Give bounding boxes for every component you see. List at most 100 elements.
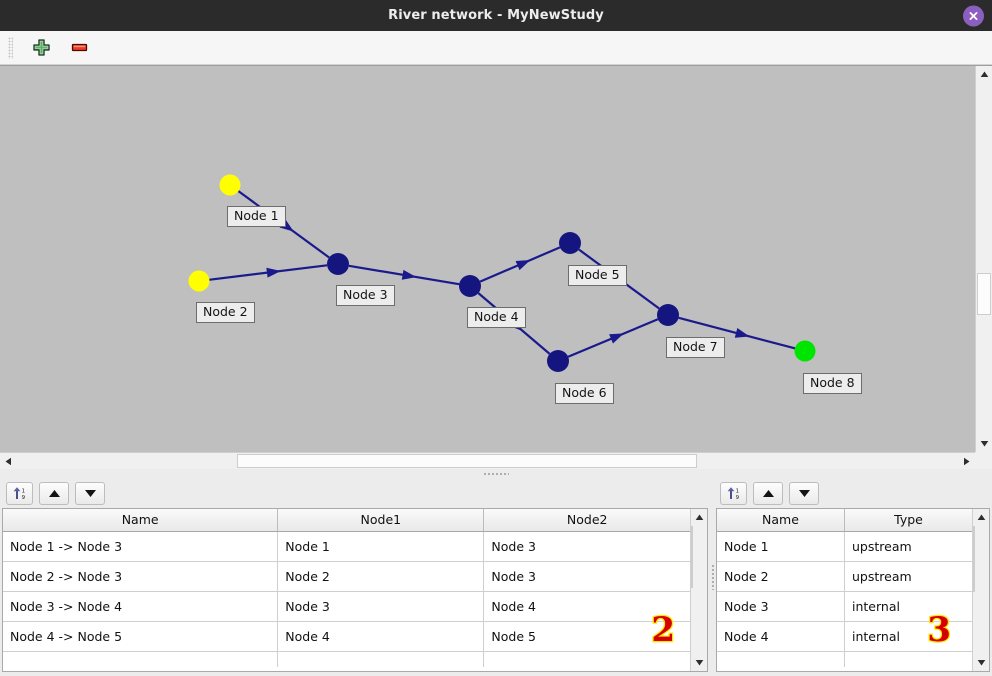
table-cell[interactable]: Node 2 bbox=[717, 561, 845, 592]
nodes-move-down-button[interactable] bbox=[789, 481, 819, 505]
nodes-sort-button[interactable]: 1 9 bbox=[720, 481, 747, 505]
graph-node-label[interactable]: Node 7 bbox=[666, 337, 725, 358]
links-table-scrollbar[interactable] bbox=[690, 509, 707, 671]
table-cell-empty[interactable] bbox=[717, 651, 845, 667]
links-scroll-down-button[interactable] bbox=[691, 654, 707, 671]
links-col-name[interactable]: Name bbox=[3, 509, 279, 532]
links-vscroll-thumb[interactable] bbox=[691, 526, 693, 588]
table-cell[interactable]: Node 1 bbox=[717, 531, 845, 562]
links-sort-button[interactable]: 1 9 bbox=[6, 481, 33, 505]
links-scroll-up-button[interactable] bbox=[691, 509, 707, 526]
table-cell[interactable]: Node 4 bbox=[483, 591, 690, 622]
graph-node-label[interactable]: Node 5 bbox=[568, 265, 627, 286]
graph-node[interactable] bbox=[327, 253, 349, 275]
nodes-col-type[interactable]: Type bbox=[844, 509, 972, 532]
table-cell-empty[interactable] bbox=[483, 651, 690, 667]
table-cell[interactable]: Node 5 bbox=[483, 621, 690, 652]
nodes-table-scrollbar[interactable] bbox=[972, 509, 989, 671]
nodes-vscroll-thumb[interactable] bbox=[973, 526, 975, 592]
nodes-move-up-button[interactable] bbox=[753, 481, 783, 505]
graph-vscroll-track[interactable] bbox=[976, 83, 992, 435]
table-row-empty[interactable] bbox=[717, 651, 972, 667]
graph-canvas[interactable] bbox=[0, 66, 966, 452]
table-row-empty[interactable] bbox=[3, 651, 690, 667]
graph-node[interactable] bbox=[459, 275, 481, 297]
svg-text:9: 9 bbox=[735, 495, 739, 501]
graph-node-label[interactable]: Node 3 bbox=[336, 285, 395, 306]
remove-node-button[interactable] bbox=[67, 36, 91, 60]
table-cell-empty[interactable] bbox=[277, 651, 485, 667]
links-move-up-button[interactable] bbox=[39, 481, 69, 505]
graph-node-label[interactable]: Node 8 bbox=[803, 373, 862, 394]
triangle-right-icon bbox=[964, 457, 970, 466]
graph-node-label[interactable]: Node 4 bbox=[467, 307, 526, 328]
close-button[interactable] bbox=[963, 5, 984, 26]
links-move-down-button[interactable] bbox=[75, 481, 105, 505]
triangle-up-icon bbox=[695, 514, 704, 520]
nodes-scroll-up-button[interactable] bbox=[973, 509, 989, 526]
links-col-node2[interactable]: Node2 bbox=[483, 509, 690, 532]
graph-scroll-right-button[interactable] bbox=[958, 453, 975, 469]
graph-vscroll-thumb[interactable] bbox=[977, 273, 991, 315]
table-cell[interactable]: Node 3 bbox=[277, 591, 485, 622]
vertical-splitter[interactable] bbox=[710, 478, 714, 676]
table-cell[interactable]: upstream bbox=[844, 531, 972, 562]
links-pane-toolbar: 1 9 bbox=[0, 478, 710, 508]
links-col-node1[interactable]: Node1 bbox=[277, 509, 485, 532]
triangle-down-icon bbox=[977, 660, 986, 666]
graph-node[interactable] bbox=[219, 174, 241, 196]
table-cell[interactable]: Node 3 bbox=[717, 591, 845, 622]
table-cell[interactable]: Node 4 bbox=[717, 621, 845, 652]
table-cell[interactable]: Node 3 -> Node 4 bbox=[3, 591, 279, 622]
graph-node-label[interactable]: Node 6 bbox=[555, 383, 614, 404]
table-cell-empty[interactable] bbox=[3, 651, 279, 667]
table-cell[interactable]: Node 3 bbox=[483, 531, 690, 562]
table-cell[interactable]: internal bbox=[844, 591, 972, 622]
table-cell[interactable]: Node 4 bbox=[277, 621, 485, 652]
nodes-vscroll-track[interactable] bbox=[973, 526, 989, 654]
graph-node-label[interactable]: Node 2 bbox=[196, 302, 255, 323]
graph-horizontal-scrollbar[interactable] bbox=[0, 452, 975, 469]
svg-text:9: 9 bbox=[21, 495, 25, 501]
river-network-graph-panel[interactable]: Node 1 Node 2 Node 3 Node 4 Node 5 Node 6 Node… bbox=[0, 65, 992, 469]
toolbar-drag-handle[interactable] bbox=[8, 36, 13, 59]
table-cell[interactable]: internal bbox=[844, 621, 972, 652]
table-cell[interactable]: Node 1 -> Node 3 bbox=[3, 531, 279, 562]
graph-node[interactable] bbox=[547, 350, 569, 372]
links-vscroll-track[interactable] bbox=[691, 526, 707, 654]
graph-node[interactable] bbox=[657, 304, 679, 326]
graph-node-label[interactable]: Node 1 bbox=[227, 206, 286, 227]
graph-scroll-down-button[interactable] bbox=[976, 435, 992, 452]
graph-vertical-scrollbar[interactable] bbox=[975, 66, 992, 452]
table-cell[interactable]: Node 1 bbox=[277, 531, 485, 562]
graph-node[interactable] bbox=[794, 340, 816, 362]
links-table-header-row: Name Node1 Node2 bbox=[3, 509, 690, 532]
nodes-col-name[interactable]: Name bbox=[717, 509, 845, 532]
table-cell[interactable]: Node 4 -> Node 5 bbox=[3, 621, 279, 652]
graph-node[interactable] bbox=[559, 232, 581, 254]
graph-scroll-left-button[interactable] bbox=[0, 453, 17, 469]
table-cell[interactable]: upstream bbox=[844, 561, 972, 592]
table-cell-empty[interactable] bbox=[844, 651, 972, 667]
graph-scroll-up-button[interactable] bbox=[976, 66, 992, 83]
horizontal-splitter[interactable] bbox=[0, 469, 992, 478]
sort-ascending-icon: 1 9 bbox=[727, 487, 739, 501]
table-cell[interactable]: Node 3 bbox=[483, 561, 690, 592]
nodes-scroll-down-button[interactable] bbox=[973, 654, 989, 671]
graph-hscroll-track[interactable] bbox=[17, 453, 958, 469]
graph-node[interactable] bbox=[188, 270, 210, 292]
table-cell[interactable]: Node 2 bbox=[277, 561, 485, 592]
table-cell[interactable]: Node 2 -> Node 3 bbox=[3, 561, 279, 592]
add-node-button[interactable] bbox=[29, 36, 53, 60]
graph-hscroll-thumb[interactable] bbox=[237, 454, 697, 468]
